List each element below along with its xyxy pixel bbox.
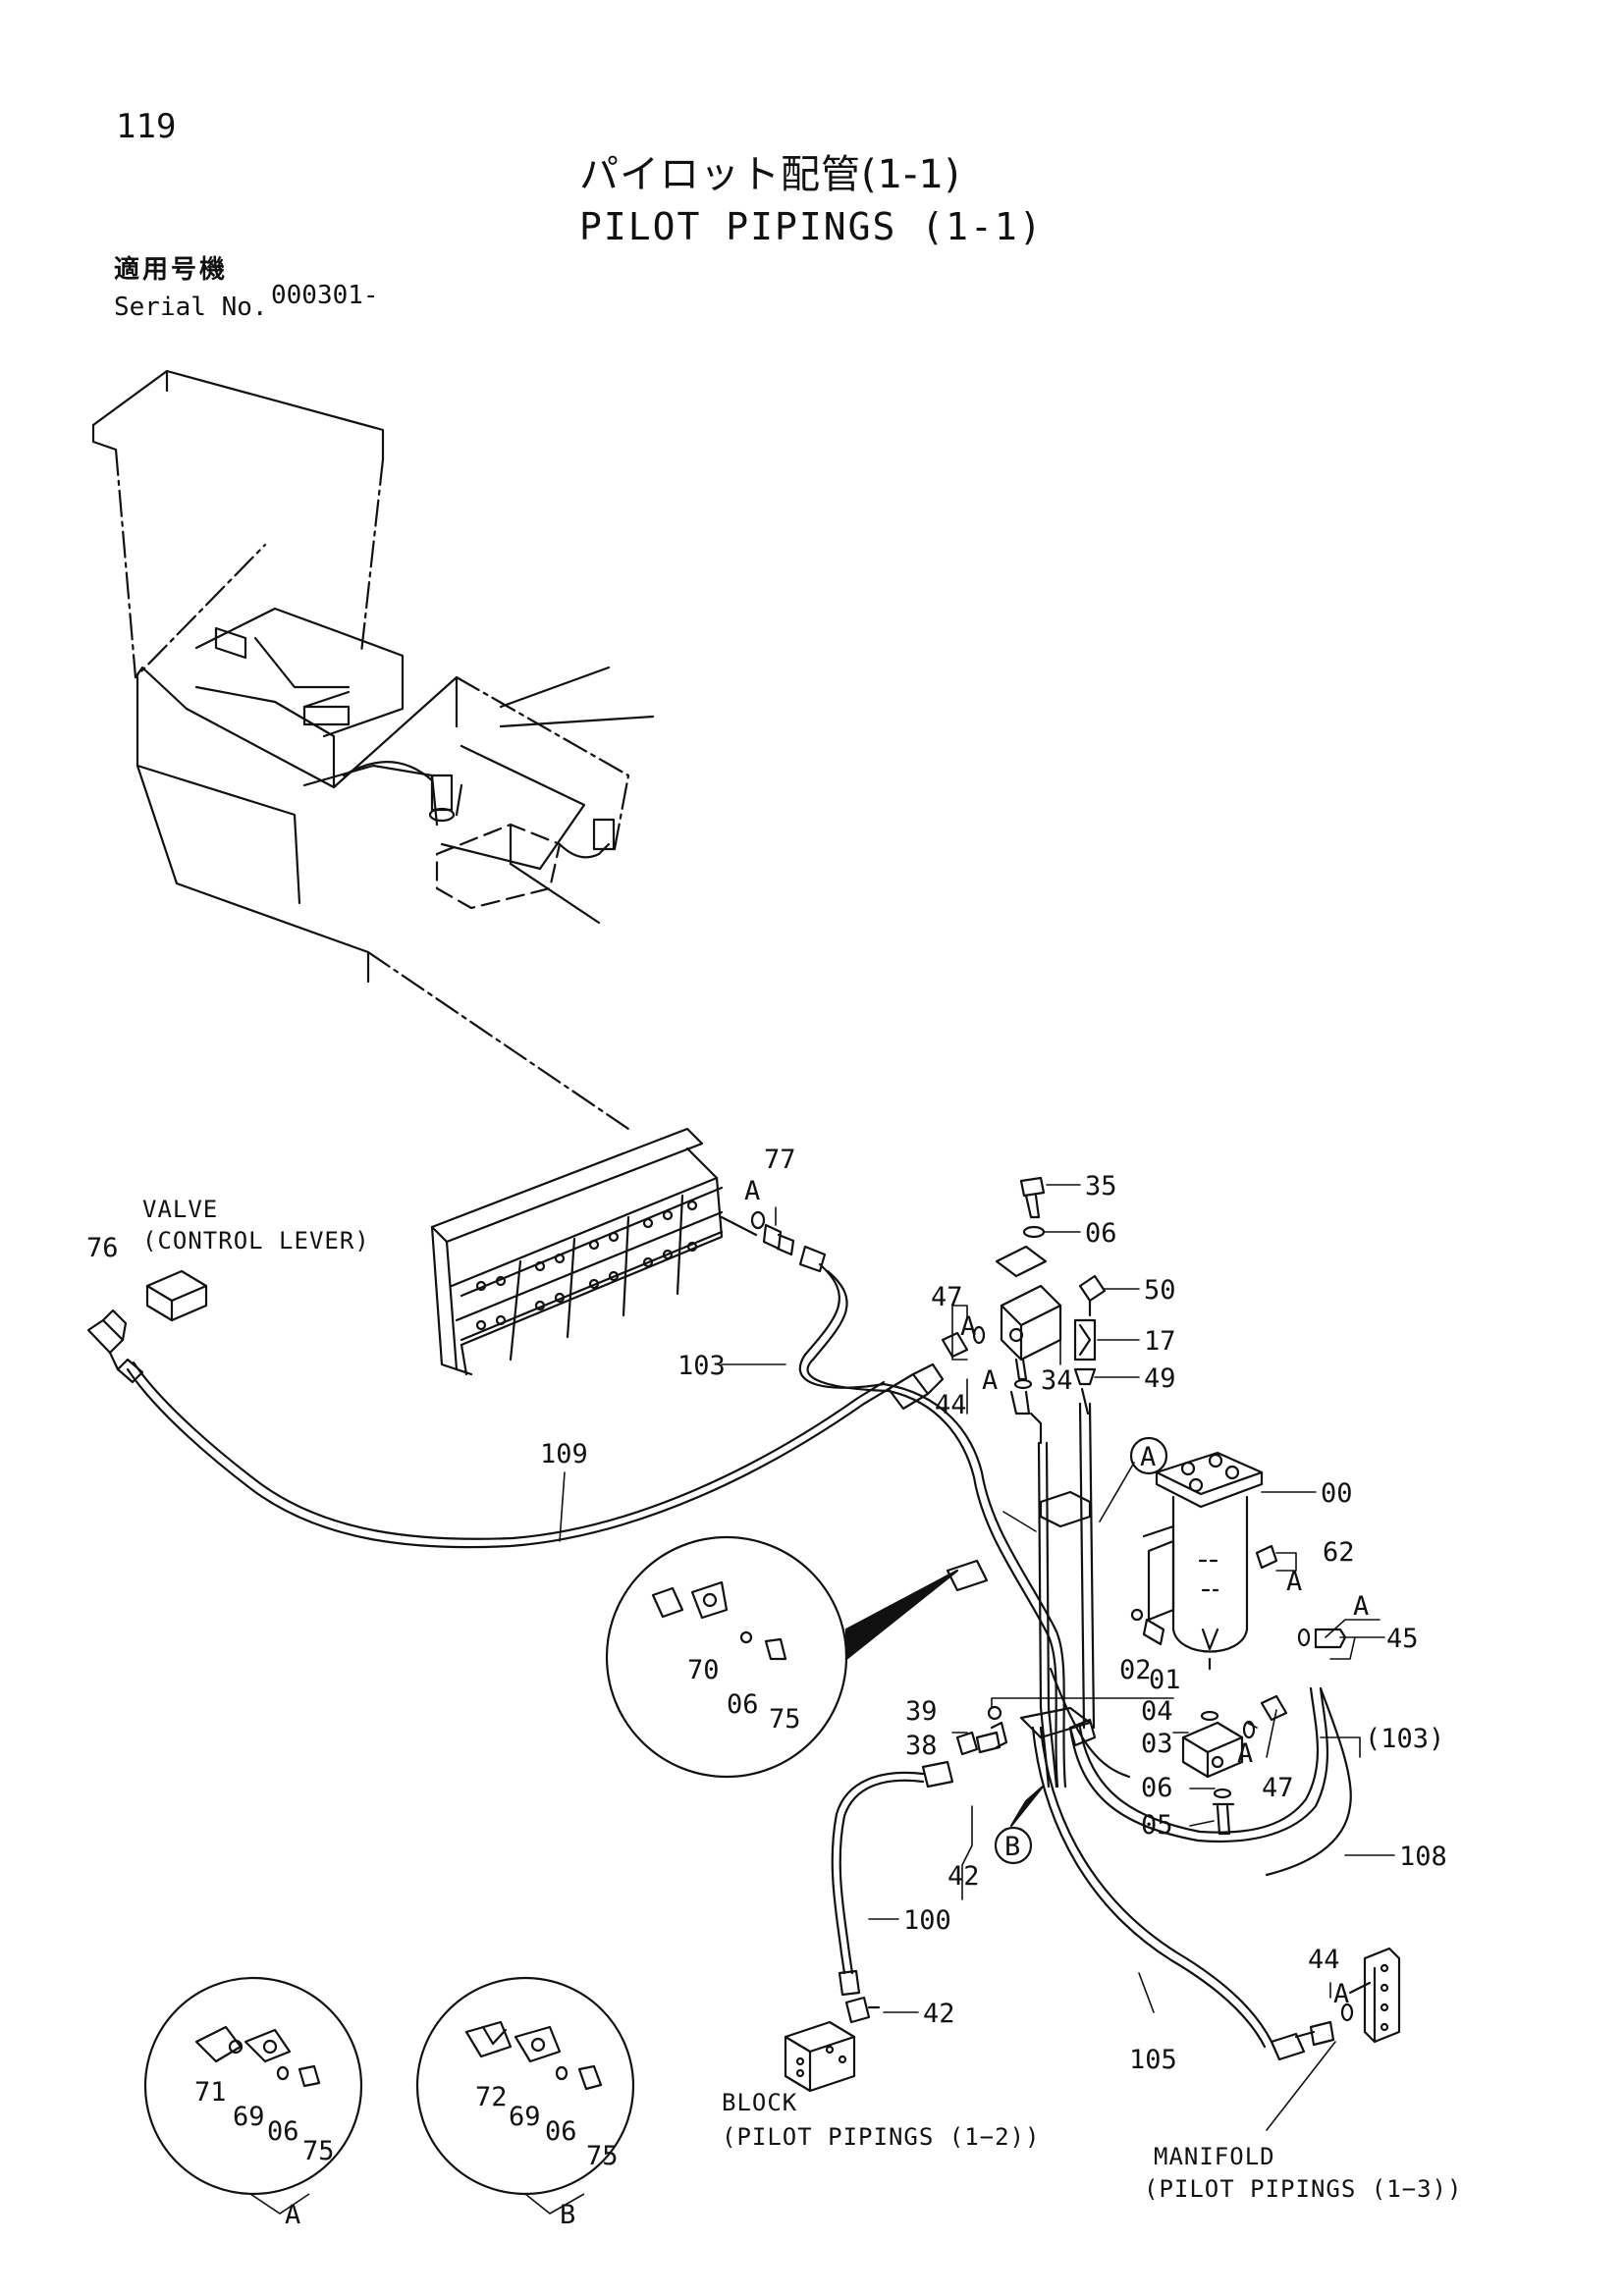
detail-b-callout-06: 06	[545, 2116, 577, 2147]
callout-76: 76	[86, 1233, 119, 1263]
callout-45: 45	[1386, 1624, 1419, 1654]
callout-00: 00	[1321, 1478, 1353, 1509]
note-valve-line1: VALVE	[142, 1196, 218, 1223]
callout-103: 103	[677, 1351, 726, 1381]
detail-callout-70: 70	[687, 1655, 720, 1685]
detail-callout-75: 75	[769, 1704, 801, 1735]
serial-number-range: 000301-	[271, 281, 379, 310]
callout-47-top: 47	[931, 1282, 963, 1312]
fitting-38-42	[831, 1705, 1008, 1997]
callout-34: 34	[1041, 1365, 1073, 1396]
hose-103	[798, 1262, 1131, 1789]
detail-circle-main	[605, 1535, 959, 1779]
callout-02: 02	[1119, 1655, 1152, 1685]
detail-b-callout-75: 75	[586, 2141, 619, 2171]
control-lever-valve	[86, 1269, 208, 1384]
detail-callout-06: 06	[727, 1689, 759, 1720]
callout-a-44b: A	[1333, 1979, 1349, 2009]
callout-42-top: 42	[947, 1861, 980, 1892]
note-manifold-line2: (PILOT PIPINGS (1−3))	[1144, 2175, 1462, 2203]
serial-label-english: Serial No.	[114, 293, 268, 322]
callout-a-47b: A	[1237, 1738, 1253, 1769]
elbow-45	[1297, 1628, 1347, 1649]
callout-a-47: A	[960, 1311, 976, 1342]
callout-47-low: 47	[1262, 1773, 1294, 1803]
detail-b-callout-72: 72	[475, 2082, 508, 2112]
block-pilot-pipings-1-2	[784, 1996, 881, 2093]
detail-b-mark: B	[560, 2200, 575, 2230]
callout-38: 38	[905, 1731, 938, 1761]
note-valve-line2: (CONTROL LEVER)	[142, 1227, 370, 1255]
callout-01: 01	[1149, 1665, 1181, 1695]
tube-clamps	[946, 1490, 1097, 1747]
pilot-filter	[1142, 1451, 1278, 1671]
circle-marker-a: A	[1140, 1442, 1156, 1472]
detail-a-callout-69: 69	[233, 2102, 265, 2132]
callout-39: 39	[905, 1696, 938, 1727]
callout-03: 03	[1141, 1729, 1173, 1759]
detail-a-callout-71: 71	[194, 2077, 227, 2108]
manifold-pilot-pipings-1-3	[1270, 1947, 1401, 2061]
detail-b-callout-69: 69	[509, 2102, 541, 2132]
callout-62: 62	[1323, 1537, 1355, 1568]
callout-06-top: 06	[1085, 1218, 1117, 1249]
callout-44-low: 44	[1308, 1945, 1340, 1975]
callout-a-44: A	[982, 1365, 998, 1396]
callout-49: 49	[1144, 1363, 1176, 1394]
bolts-01-02	[1130, 1608, 1165, 1646]
callout-05: 05	[1141, 1810, 1173, 1841]
circle-marker-b: B	[1004, 1832, 1020, 1862]
callout-06-low: 06	[1141, 1773, 1173, 1803]
callout-109: 109	[540, 1439, 588, 1469]
callout-a-77: A	[744, 1176, 760, 1206]
hose-109	[126, 1361, 945, 1549]
note-manifold-line1: MANIFOLD	[1154, 2143, 1275, 2170]
callout-103-paren: (103)	[1365, 1724, 1444, 1754]
note-block-line1: BLOCK	[722, 2089, 797, 2116]
callout-108: 108	[1399, 1842, 1447, 1872]
detail-circle-a	[143, 1976, 363, 2196]
note-block-line2: (PILOT PIPINGS (1−2))	[722, 2123, 1040, 2151]
page-title-english: PILOT PIPINGS (1-1)	[579, 205, 1044, 248]
callout-labels: 77 A 76 35 06 50 17 49 47 A 34 A 44 103 …	[86, 1145, 1447, 2230]
machine-location-view	[91, 369, 655, 1131]
callout-77: 77	[764, 1145, 796, 1175]
control-valve-bank	[430, 1127, 758, 1376]
page-title-japanese: パイロット配管(1-1)	[579, 152, 961, 197]
serial-label-japanese: 適用号機	[114, 255, 229, 285]
detail-a-callout-06: 06	[267, 2116, 299, 2147]
callout-105: 105	[1129, 2045, 1177, 2075]
callout-44-top: 44	[935, 1390, 967, 1420]
detail-a-callout-75: 75	[302, 2136, 335, 2166]
leader-lines	[559, 1184, 1395, 2131]
page-number: 119	[116, 107, 177, 146]
pilot-tubes	[1031, 1402, 1352, 2049]
callout-35: 35	[1085, 1171, 1117, 1201]
callout-17: 17	[1144, 1326, 1176, 1357]
callout-a-45: A	[1353, 1591, 1369, 1622]
fitting-77	[750, 1210, 827, 1273]
callout-a-62: A	[1286, 1567, 1302, 1597]
block-03	[1181, 1694, 1288, 1836]
callout-42-low: 42	[923, 1999, 955, 2029]
callout-04: 04	[1141, 1696, 1173, 1727]
callout-50: 50	[1144, 1275, 1176, 1306]
callout-100: 100	[903, 1905, 951, 1936]
